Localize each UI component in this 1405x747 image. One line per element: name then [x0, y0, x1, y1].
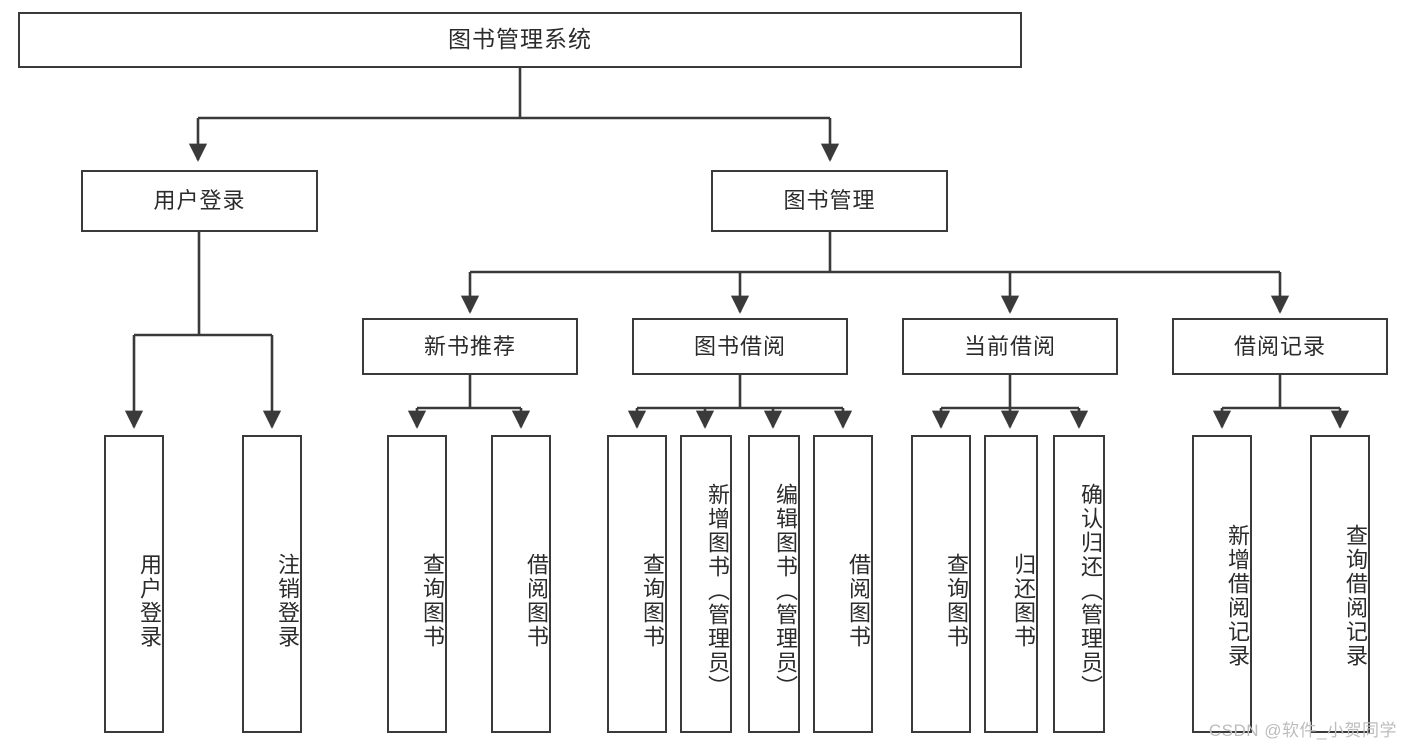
node-label: 借阅图书 — [524, 553, 549, 649]
node-label: 查询借阅记录 — [1343, 524, 1368, 668]
node-label: 用户登录 — [153, 188, 246, 214]
csdn-watermark: CSDN @软件_小贺同学 — [1208, 721, 1397, 740]
leaf-user-login-login[interactable]: 用户登录 — [104, 435, 164, 733]
node-user-login[interactable]: 用户登录 — [81, 170, 318, 232]
leaf-current-borrow-query[interactable]: 查询图书 — [911, 435, 971, 733]
leaf-book-borrow-borrow[interactable]: 借阅图书 — [813, 435, 873, 733]
node-label: 注销登录 — [275, 553, 300, 649]
leaf-current-borrow-return[interactable]: 归还图书 — [984, 435, 1038, 733]
node-label: 归还图书 — [1011, 553, 1036, 649]
node-label: 借阅记录 — [1233, 333, 1326, 359]
node-label: 新增借阅记录 — [1225, 524, 1250, 668]
leaf-borrow-record-query[interactable]: 查询借阅记录 — [1310, 435, 1370, 733]
leaf-book-borrow-add[interactable]: 新增图书（管理员） — [680, 435, 732, 733]
node-book-management[interactable]: 图书管理 — [711, 170, 948, 232]
node-label: 查询图书 — [420, 553, 445, 649]
node-label: 借阅图书 — [846, 553, 871, 649]
node-label: 查询图书 — [640, 553, 665, 649]
node-label: 图书管理系统 — [448, 26, 592, 53]
node-root-book-management-system[interactable]: 图书管理系统 — [18, 12, 1022, 68]
leaf-user-login-logout[interactable]: 注销登录 — [242, 435, 302, 733]
leaf-current-borrow-confirm-return[interactable]: 确认归还（管理员） — [1053, 435, 1105, 733]
leaf-new-book-query[interactable]: 查询图书 — [387, 435, 447, 733]
leaf-borrow-record-add[interactable]: 新增借阅记录 — [1192, 435, 1252, 733]
node-new-book-recommend[interactable]: 新书推荐 — [362, 318, 578, 375]
leaf-new-book-borrow[interactable]: 借阅图书 — [491, 435, 551, 733]
node-label: 编辑图书（管理员） — [773, 483, 798, 699]
node-current-borrow[interactable]: 当前借阅 — [902, 318, 1118, 375]
node-book-borrow[interactable]: 图书借阅 — [632, 318, 848, 375]
node-label: 图书借阅 — [693, 333, 786, 359]
node-label: 新增图书（管理员） — [705, 483, 730, 699]
node-label: 当前借阅 — [963, 333, 1056, 359]
node-label: 确认归还（管理员） — [1078, 483, 1103, 699]
node-borrow-record[interactable]: 借阅记录 — [1172, 318, 1388, 375]
node-label: 新书推荐 — [423, 333, 516, 359]
leaf-book-borrow-edit[interactable]: 编辑图书（管理员） — [748, 435, 800, 733]
leaf-book-borrow-query[interactable]: 查询图书 — [607, 435, 667, 733]
node-label: 图书管理 — [783, 188, 876, 214]
node-label: 用户登录 — [137, 553, 162, 649]
node-label: 查询图书 — [944, 553, 969, 649]
